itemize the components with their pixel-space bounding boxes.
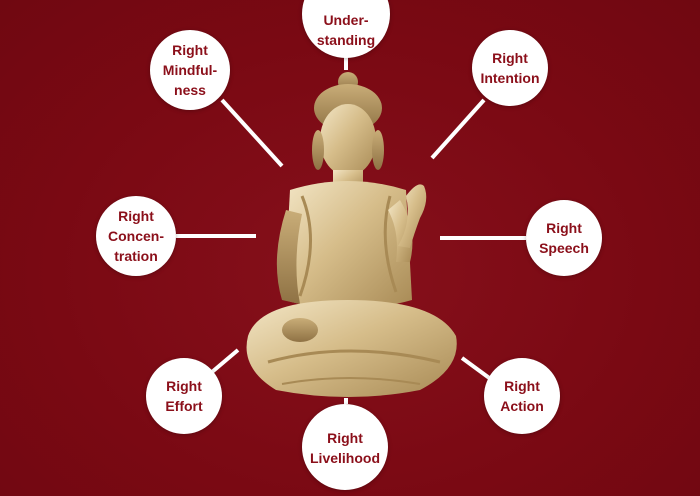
node-right-intention: Right Intention [472,30,548,106]
node-label: Right Livelihood [310,430,380,466]
spoke-effort [210,348,240,374]
node-label: Right Effort [165,378,203,414]
node-right-speech: Right Speech [526,200,602,276]
node-label: Right Mindful- ness [162,42,218,98]
node-label: Right Concen- tration [108,208,164,264]
node-label: Right Speech [539,220,589,256]
spoke-intention [430,98,486,160]
spoke-action [460,356,494,382]
node-right-mindfulness: Right Mindful- ness [150,30,230,110]
spoke-mindfulness [220,98,284,168]
node-right-concentration: Right Concen- tration [96,196,176,276]
node-right-action: Right Action [484,358,560,434]
node-label: Under- standing [316,12,376,48]
node-label: Right Intention [480,50,540,86]
node-right-effort: Right Effort [146,358,222,434]
node-right-livelihood: Right Livelihood [302,404,388,490]
node-label: Right Action [500,378,544,414]
